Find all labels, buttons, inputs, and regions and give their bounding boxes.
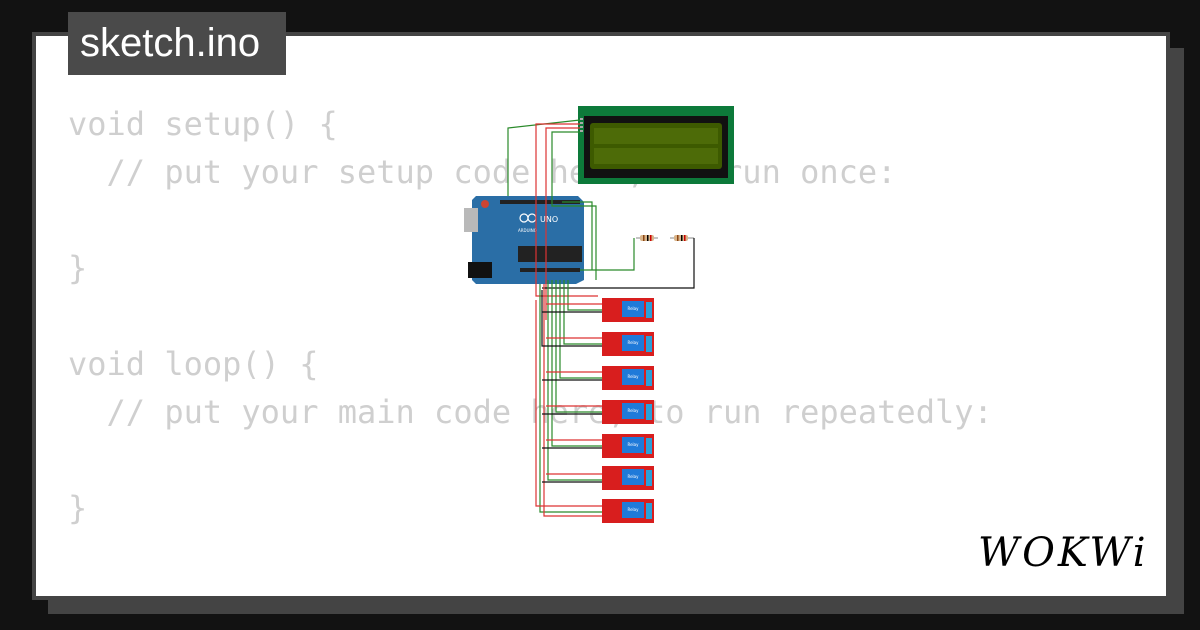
file-tab[interactable]: sketch.ino — [68, 12, 286, 75]
relay-label: Relay — [628, 442, 640, 447]
relay-module[interactable]: Relay — [602, 366, 654, 390]
file-tab-label: sketch.ino — [80, 21, 261, 65]
code-line: } — [68, 489, 88, 527]
board-brand-label: ARDUINO — [518, 228, 537, 233]
code-line: } — [68, 249, 88, 287]
wires — [507, 119, 695, 517]
board-model-label: UNO — [540, 215, 558, 224]
wokwi-logo[interactable]: WOKWi — [978, 530, 1149, 576]
relay-module[interactable]: Relay — [602, 332, 654, 356]
code-editor: void setup() { // put your setup code he… — [68, 100, 993, 532]
lcd-display[interactable] — [578, 106, 734, 184]
relay-module[interactable]: Relay — [602, 400, 654, 424]
code-line: // put your main code here, to run repea… — [68, 393, 993, 431]
code-line: void loop() { — [68, 345, 319, 383]
relay-label: Relay — [628, 507, 640, 512]
relay-module[interactable]: Relay — [602, 499, 654, 523]
relay-label: Relay — [628, 408, 640, 413]
relay-module[interactable]: Relay — [602, 298, 654, 322]
code-line: void setup() { — [68, 105, 338, 143]
relay-label: Relay — [628, 340, 640, 345]
resistor[interactable] — [670, 235, 694, 241]
relay-label: Relay — [628, 306, 640, 311]
relay-module[interactable]: Relay — [602, 466, 654, 490]
code-line: // put your setup code here, to run once… — [68, 153, 897, 191]
resistor[interactable] — [636, 235, 658, 241]
relay-label: Relay — [628, 474, 640, 479]
wokwi-logo-text: WOKWi — [978, 530, 1149, 576]
relay-label: Relay — [628, 374, 640, 379]
arduino-uno-board[interactable]: UNO ARDUINO — [464, 196, 584, 284]
relay-module[interactable]: Relay — [602, 434, 654, 458]
